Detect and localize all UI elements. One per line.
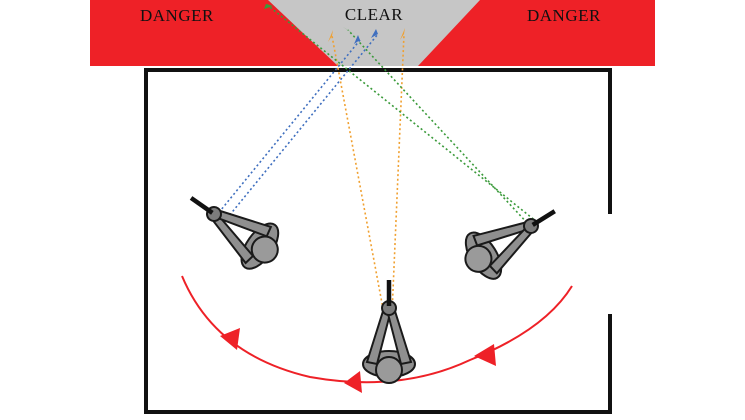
danger-label-right: DANGER (527, 6, 601, 25)
sightline-arrowhead (328, 30, 333, 42)
sightlines (215, 3, 538, 315)
sightline-left-upper (215, 39, 361, 217)
sightline-arrowhead (371, 29, 378, 38)
movement-arrowhead-left (220, 328, 240, 350)
sightline-right-upper (347, 29, 531, 227)
room-wall-main (144, 68, 612, 414)
shooter-left (176, 177, 290, 279)
movement-arrowhead-center (344, 371, 362, 393)
movement-arrowhead-right (474, 344, 496, 366)
person-top-down-aiming-icon (363, 280, 415, 383)
sightline-arrowhead (343, 27, 354, 34)
person-top-down-aiming-icon (454, 189, 569, 288)
person-top-down-aiming-icon (176, 177, 290, 279)
sightline-arrowhead (264, 4, 273, 9)
danger-label-left: DANGER (140, 6, 214, 25)
sightline-center-left (331, 35, 385, 315)
sightline-right-lower (265, 3, 538, 223)
shooter-right (454, 189, 569, 288)
room-walls (144, 68, 612, 414)
sightline-arrowhead (354, 35, 360, 44)
sightline-arrowhead (400, 28, 405, 40)
sightline-left-lower (223, 33, 379, 223)
shooter-center (363, 280, 415, 383)
sightline-center-right (391, 33, 405, 315)
clear-label: CLEAR (345, 5, 403, 24)
